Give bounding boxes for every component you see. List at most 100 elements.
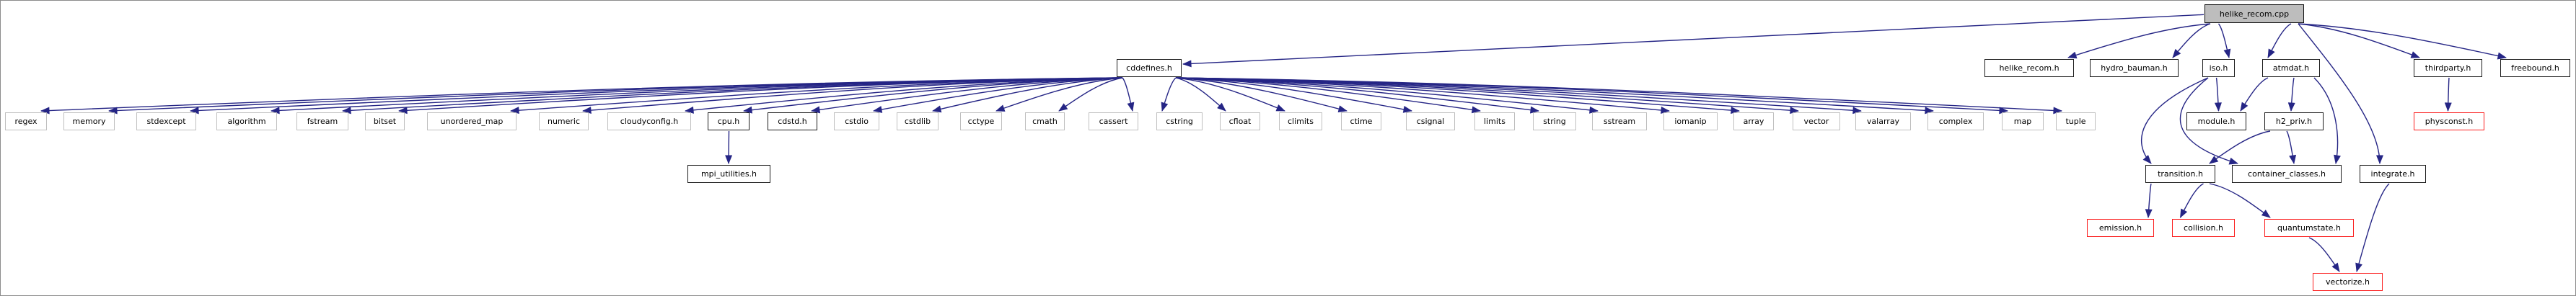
graph-node-label: physconst.h (2425, 117, 2474, 126)
graph-node-thirdparty.h[interactable]: thirdparty.h (2414, 59, 2482, 77)
graph-node-label: limits (1484, 117, 1505, 126)
graph-node-cdstd.h[interactable]: cdstd.h (768, 112, 817, 130)
graph-node-vectorize.h[interactable]: vectorize.h (2313, 273, 2383, 291)
graph-node-label: cstdio (845, 117, 869, 126)
graph-node-label: cfloat (1228, 117, 1252, 126)
graph-node-mpi_utilities.h[interactable]: mpi_utilities.h (687, 165, 770, 183)
graph-node-limits[interactable]: limits (1474, 112, 1515, 130)
graph-node-label: integrate.h (2370, 169, 2415, 179)
graph-node-label: cpu.h (717, 117, 740, 126)
graph-node-iomanip[interactable]: iomanip (1663, 112, 1718, 130)
graph-node-iso.h[interactable]: iso.h (2202, 59, 2235, 77)
graph-node-climits[interactable]: climits (1279, 112, 1322, 130)
graph-node-sstream[interactable]: sstream (1592, 112, 1647, 130)
graph-node-cstdlib[interactable]: cstdlib (897, 112, 938, 130)
edge-helike_recom.cpp-to-helike_recom.h (2067, 23, 2211, 59)
graph-node-label: climits (1288, 117, 1314, 126)
graph-node-quantumstate.h[interactable]: quantumstate.h (2264, 219, 2354, 237)
graph-node-ctime[interactable]: ctime (1341, 112, 1381, 130)
graph-node-map[interactable]: map (2002, 112, 2044, 130)
graph-node-emission.h[interactable]: emission.h (2087, 219, 2154, 237)
graph-node-label: cstring (1166, 117, 1193, 126)
edge-atmdat.h-to-module.h (2240, 77, 2269, 112)
graph-node-label: cassert (1099, 117, 1128, 126)
graph-node-csignal[interactable]: csignal (1406, 112, 1455, 130)
graph-node-label: helike_recom.h (1999, 63, 2060, 73)
graph-node-fstream[interactable]: fstream (296, 112, 348, 130)
graph-node-label: vectorize.h (2326, 277, 2370, 287)
graph-node-tuple[interactable]: tuple (2056, 112, 2096, 130)
graph-node-transition.h[interactable]: transition.h (2145, 165, 2215, 183)
graph-node-cassert[interactable]: cassert (1089, 112, 1138, 130)
edge-cddefines.h-to-numeric (582, 77, 1123, 115)
graph-node-stdexcept[interactable]: stdexcept (136, 112, 196, 130)
graph-node-label: cctype (967, 117, 995, 126)
graph-node-label: hydro_bauman.h (2101, 63, 2168, 73)
graph-node-label: mpi_utilities.h (700, 169, 757, 179)
edge-helike_recom.cpp-to-cddefines.h (1182, 14, 2204, 68)
graph-node-integrate.h[interactable]: integrate.h (2360, 165, 2426, 183)
edge-iso.h-to-module.h (2214, 77, 2222, 112)
edge-transition.h-to-emission.h (2145, 183, 2153, 218)
graph-node-algorithm[interactable]: algorithm (216, 112, 277, 130)
graph-node-collision.h[interactable]: collision.h (2172, 219, 2235, 237)
graph-node-valarray[interactable]: valarray (1855, 112, 1911, 130)
graph-node-label: iso.h (2209, 63, 2228, 73)
graph-node-label: vector (1803, 117, 1829, 126)
graph-node-cctype[interactable]: cctype (960, 112, 1002, 130)
graph-node-label: numeric (547, 117, 581, 126)
graph-node-module.h[interactable]: module.h (2186, 112, 2246, 130)
edge-integrate.h-to-vectorize.h (2355, 183, 2390, 272)
graph-node-container_classes.h[interactable]: container_classes.h (2232, 165, 2342, 183)
graph-node-cstdio[interactable]: cstdio (834, 112, 879, 130)
graph-node-helike_recom.h[interactable]: helike_recom.h (1984, 59, 2074, 77)
graph-node-cmath[interactable]: cmath (1025, 112, 1065, 130)
edge-transition.h-to-quantumstate.h (2209, 183, 2271, 218)
graph-node-label: module.h (2197, 117, 2236, 126)
graph-node-cstring[interactable]: cstring (1156, 112, 1203, 130)
graph-node-label: container_classes.h (2248, 169, 2326, 179)
edge-helike_recom.cpp-to-atmdat.h (2267, 23, 2292, 58)
graph-node-label: complex (1938, 117, 1973, 126)
graph-node-hydro_bauman.h[interactable]: hydro_bauman.h (2090, 59, 2179, 77)
edge-cddefines.h-to-cstring (1161, 77, 1177, 112)
graph-node-array[interactable]: array (1733, 112, 1774, 130)
edge-atmdat.h-to-container_classes.h (2313, 77, 2341, 164)
graph-node-vector[interactable]: vector (1793, 112, 1840, 130)
graph-node-label: cmath (1032, 117, 1058, 126)
graph-node-label: cdstd.h (778, 117, 807, 126)
graph-node-freebound.h[interactable]: freebound.h (2500, 59, 2570, 77)
graph-node-cloudyconfig.h[interactable]: cloudyconfig.h (607, 112, 691, 130)
edge-iso.h-to-transition.h (2141, 77, 2209, 164)
edge-cddefines.h-to-cmath (1058, 77, 1123, 112)
graph-node-cpu.h[interactable]: cpu.h (708, 112, 749, 130)
graph-node-label: ctime (1350, 117, 1373, 126)
graph-node-complex[interactable]: complex (1927, 112, 1984, 130)
edge-cddefines.h-to-cdstd.h (811, 77, 1123, 114)
edge-h2_priv.h-to-container_classes.h (2286, 130, 2297, 164)
graph-node-label: fstream (307, 117, 338, 126)
graph-node-memory[interactable]: memory (63, 112, 115, 130)
graph-node-regex[interactable]: regex (5, 112, 47, 130)
edge-iso.h-to-container_classes.h (2179, 77, 2238, 165)
graph-node-label: stdexcept (146, 117, 186, 126)
edge-cddefines.h-to-tuple (1175, 77, 2062, 115)
graph-node-string[interactable]: string (1533, 112, 1576, 130)
graph-node-label: transition.h (2158, 169, 2203, 179)
graph-node-h2_priv.h[interactable]: h2_priv.h (2264, 112, 2324, 130)
graph-node-unordered_map[interactable]: unordered_map (427, 112, 516, 130)
graph-node-label: thirdparty.h (2425, 63, 2471, 73)
edge-cddefines.h-to-csignal (1175, 77, 1412, 113)
graph-node-label: helike_recom.cpp (2219, 9, 2290, 19)
graph-node-numeric[interactable]: numeric (539, 112, 589, 130)
graph-node-helike_recom.cpp[interactable]: helike_recom.cpp (2204, 4, 2304, 23)
graph-node-cfloat[interactable]: cfloat (1220, 112, 1260, 130)
graph-node-label: emission.h (2098, 223, 2142, 233)
graph-node-atmdat.h[interactable]: atmdat.h (2262, 59, 2320, 77)
graph-node-cddefines.h[interactable]: cddefines.h (1117, 59, 1182, 77)
graph-node-physconst.h[interactable]: physconst.h (2414, 112, 2484, 130)
graph-node-label: regex (14, 117, 38, 126)
graph-node-bitset[interactable]: bitset (365, 112, 405, 130)
